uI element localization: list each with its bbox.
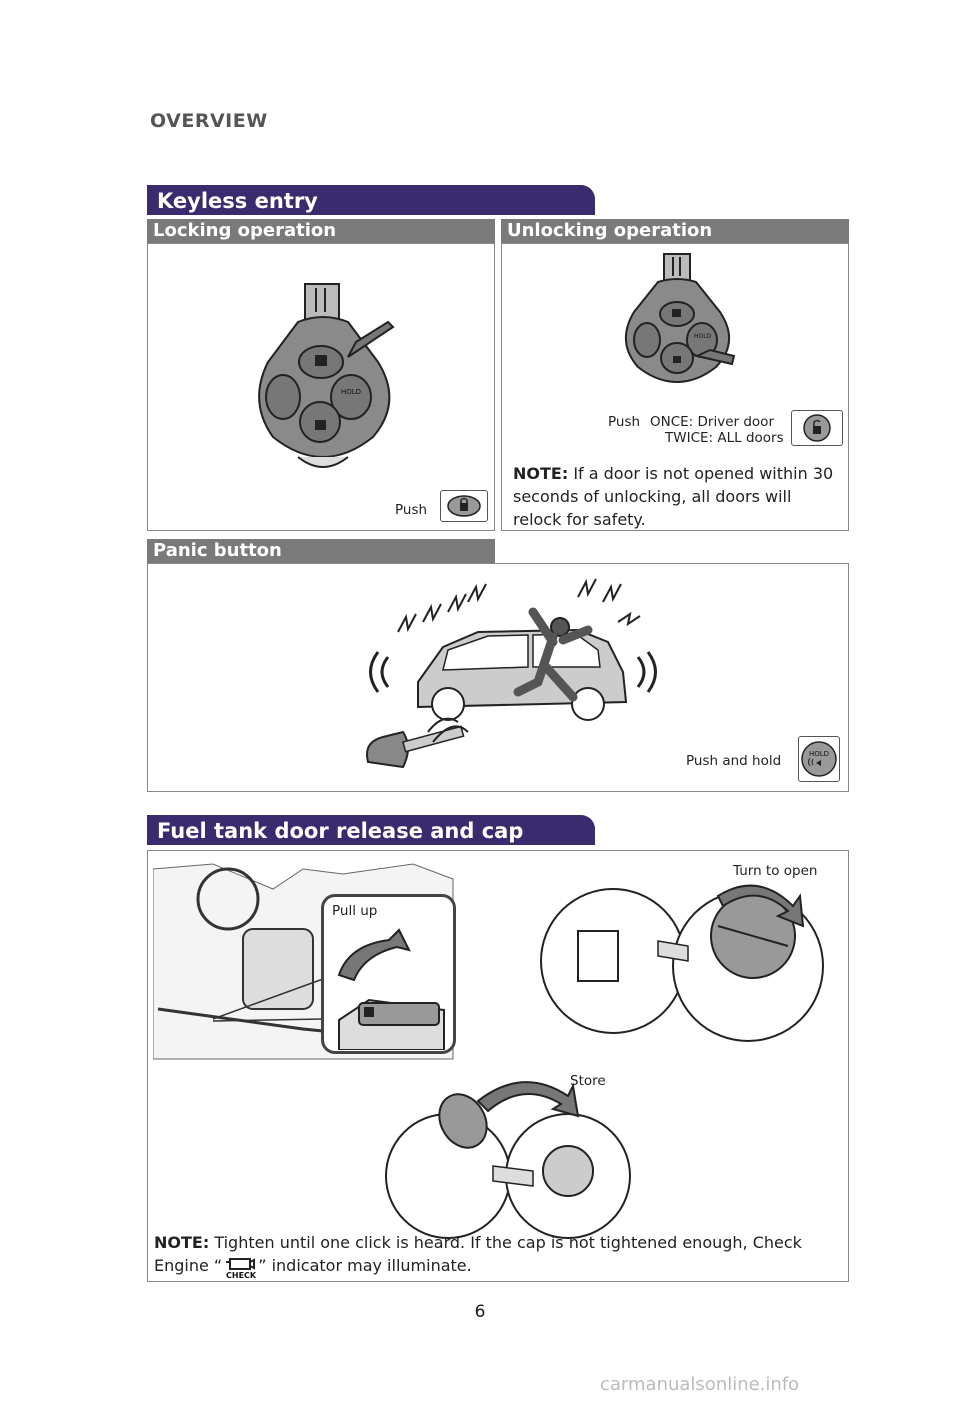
fuel-tank-panel: Pull up Turn to open Store NOTE: Tighten…	[147, 850, 849, 1282]
fuel-cap-open-illustration	[540, 884, 824, 1042]
fuel-note-label: NOTE:	[154, 1233, 210, 1252]
locking-push-label: Push	[395, 502, 428, 518]
panic-button-header: Panic button	[147, 539, 495, 563]
check-engine-icon: CHECK	[222, 1255, 258, 1279]
unlocking-once-text: ONCE: Driver door	[650, 414, 774, 430]
unlocking-twice-text: TWICE: ALL doors	[665, 430, 784, 446]
fuel-note-text-2a: Engine “	[154, 1256, 223, 1275]
panic-button-panel: Push and hold HOLD	[147, 563, 849, 792]
unlocking-note-text: If a door is not opened within 30 second…	[513, 464, 834, 529]
svg-text:HOLD: HOLD	[694, 333, 712, 340]
unlocking-note-label: NOTE:	[513, 464, 569, 483]
key-fob-unlock-illustration: HOLD	[625, 253, 736, 384]
key-fob-lock-illustration: HOLD	[258, 283, 395, 468]
watermark: carmanualsonline.info	[600, 1374, 800, 1395]
pull-up-inset: Pull up	[321, 894, 456, 1054]
fuel-note: NOTE: Tighten until one click is heard. …	[154, 1231, 844, 1279]
panic-button-icon-box: HOLD	[798, 736, 840, 782]
unlocking-operation-header: Unlocking operation	[501, 219, 849, 243]
fuel-note-text-1: Tighten until one click is heard. If the…	[209, 1233, 802, 1252]
svg-text:HOLD: HOLD	[341, 388, 361, 396]
unlocking-push-label: Push	[608, 414, 641, 430]
unlocking-note: NOTE: If a door is not opened within 30 …	[513, 462, 843, 531]
turn-to-open-label: Turn to open	[733, 863, 818, 879]
locking-operation-panel: HOLD Push	[147, 243, 495, 531]
page-number: 6	[474, 1302, 486, 1322]
panic-hold-icon: HOLD	[801, 741, 837, 777]
lock-icon	[447, 495, 481, 517]
lock-button-icon-box	[440, 490, 488, 522]
unlock-icon	[803, 414, 831, 442]
fuel-note-text-2b: ” indicator may illuminate.	[258, 1256, 472, 1275]
section-title-fuel-tank: Fuel tank door release and cap	[147, 815, 595, 845]
section-title-keyless-entry: Keyless entry	[147, 185, 595, 215]
panic-push-hold-label: Push and hold	[686, 753, 782, 769]
page-header-title: OVERVIEW	[150, 110, 268, 132]
store-label: Store	[570, 1073, 606, 1089]
panic-hold-text: HOLD	[809, 750, 829, 758]
panic-car-illustration	[366, 578, 657, 769]
fuel-release-lever-illustration	[337, 928, 445, 1050]
fuel-cap-stored-illustration	[385, 1081, 631, 1239]
pull-up-label: Pull up	[332, 903, 378, 919]
locking-operation-header: Locking operation	[147, 219, 495, 243]
check-engine-icon-text: CHECK	[226, 1271, 257, 1279]
unlock-button-icon-box	[791, 410, 843, 446]
unlocking-operation-panel: HOLD Push ONCE: Driver door TWICE: ALL d…	[501, 243, 849, 531]
